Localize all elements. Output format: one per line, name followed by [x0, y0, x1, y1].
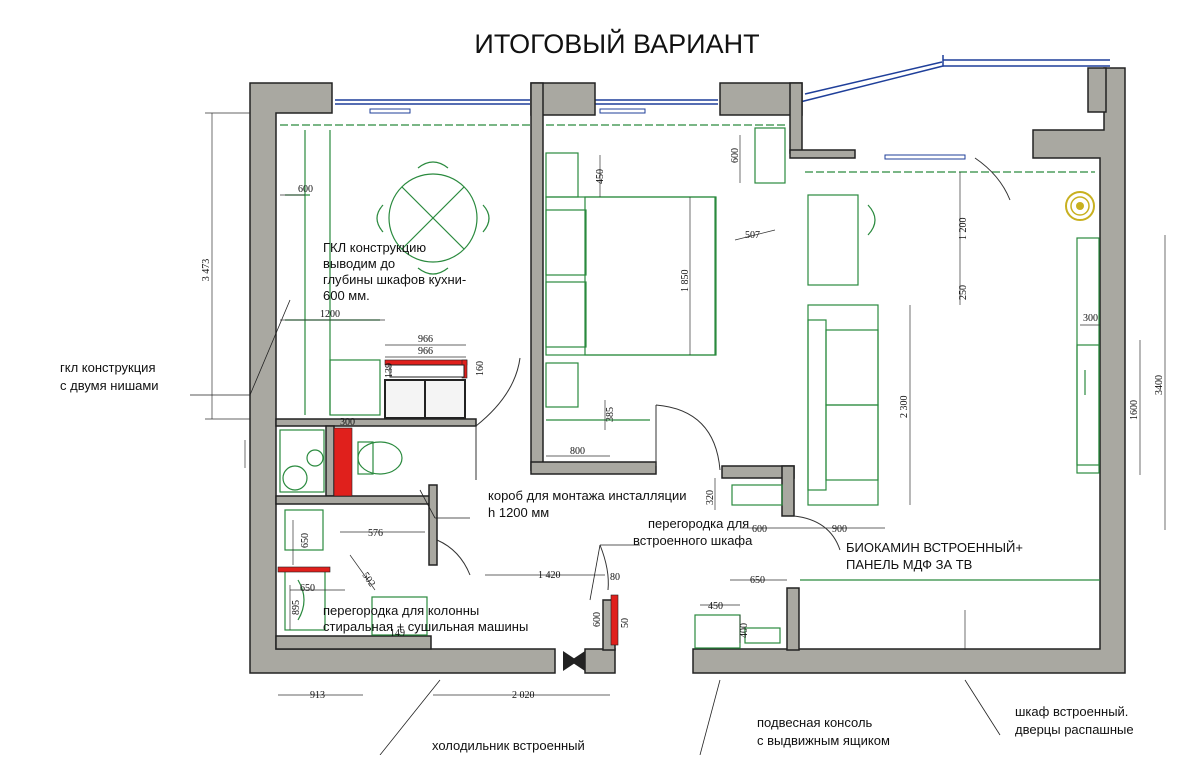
dim-400: 400	[739, 623, 750, 638]
appliances	[384, 191, 1095, 671]
dim-1200-living: 1 200	[958, 218, 969, 241]
dim-966-b: 966	[418, 346, 433, 357]
red-partitions	[277, 359, 619, 646]
dim-139: 139	[384, 363, 395, 378]
note-partition-column-2: стиральная + сушильная машины	[323, 619, 528, 634]
note-biofireplace-1: БИОКАМИН ВСТРОЕННЫЙ+	[846, 540, 1023, 555]
note-box-install-1: короб для монтажа инсталляции	[488, 488, 687, 503]
dim-300-bath: 300	[340, 417, 355, 428]
dim-50: 50	[620, 618, 631, 628]
walls	[249, 67, 1126, 674]
dim-1420: 1 420	[538, 570, 561, 581]
dim-966-a: 966	[418, 334, 433, 345]
dim-650-laundry-b: 650	[300, 583, 315, 594]
balcony	[335, 55, 1110, 105]
note-partition-column-1: перегородка для колонны	[323, 603, 479, 618]
note-gkl-kitchen-3: глубины шкафов кухни-	[323, 272, 466, 287]
dimension-lines	[205, 112, 1166, 696]
dim-450-corridor: 450	[708, 601, 723, 612]
dim-600-bedroom: 600	[730, 148, 741, 163]
dim-1850: 1 850	[680, 270, 691, 293]
dim-149: 149	[390, 628, 405, 639]
dim-1200-kitchen: 1200	[320, 309, 340, 320]
dim-600-kitchen: 600	[298, 184, 313, 195]
dim-320: 320	[705, 490, 716, 505]
dim-3400: 3400	[1154, 375, 1165, 395]
doors	[436, 157, 1011, 591]
note-partition-wardrobe-1: перегородка для	[648, 516, 749, 531]
dim-450-bedroom: 450	[595, 169, 606, 184]
dim-600-fridge: 600	[592, 612, 603, 627]
furniture	[279, 124, 1100, 649]
dim-160: 160	[475, 361, 486, 376]
note-wardrobe-1: шкаф встроенный.	[1015, 704, 1128, 719]
dim-2020: 2 020	[512, 690, 535, 701]
dim-502: 502	[360, 570, 378, 589]
dim-3473: 3 473	[201, 259, 212, 282]
dim-300-living: 300	[1083, 313, 1098, 324]
note-gkl-niches-1: гкл конструкция	[60, 360, 156, 375]
dimension-labels: 3 473 600 1200 966 966 139 160 300 600 4…	[201, 148, 1165, 701]
dim-650-laundry-a: 650	[300, 533, 311, 548]
dim-1600: 1600	[1129, 400, 1140, 420]
note-gkl-kitchen-4: 600 мм.	[323, 288, 370, 303]
dim-2300: 2 300	[899, 396, 910, 419]
dim-507: 507	[745, 230, 760, 241]
windows	[369, 108, 966, 160]
dim-80: 80	[610, 572, 620, 583]
dim-913: 913	[310, 690, 325, 701]
note-console-1: подвесная консоль	[757, 715, 873, 730]
dim-900: 900	[832, 524, 847, 535]
plan-title: ИТОГОВЫЙ ВАРИАНТ	[474, 28, 759, 59]
dim-250: 250	[958, 285, 969, 300]
note-fridge: холодильник встроенный	[432, 738, 585, 753]
annotations: ГКЛ конструкцию выводим до глубины шкафо…	[60, 240, 1134, 753]
note-partition-wardrobe-2: встроенного шкафа	[633, 533, 753, 548]
note-gkl-kitchen-1: ГКЛ конструкцию	[323, 240, 426, 255]
note-biofireplace-2: ПАНЕЛЬ МДФ ЗА ТВ	[846, 557, 972, 572]
dim-385: 385	[605, 407, 616, 422]
dim-650-corridor: 650	[750, 575, 765, 586]
leader-lines	[190, 299, 1001, 756]
dim-895: 895	[291, 600, 302, 615]
dim-800: 800	[570, 446, 585, 457]
note-wardrobe-2: дверцы распашные	[1015, 722, 1134, 737]
note-gkl-niches-2: с двумя нишами	[60, 378, 159, 393]
dim-576: 576	[368, 528, 383, 539]
note-gkl-kitchen-2: выводим до	[323, 256, 395, 271]
note-console-2: с выдвижным ящиком	[757, 733, 890, 748]
note-box-install-2: h 1200 мм	[488, 505, 549, 520]
dim-600-corridor: 600	[752, 524, 767, 535]
